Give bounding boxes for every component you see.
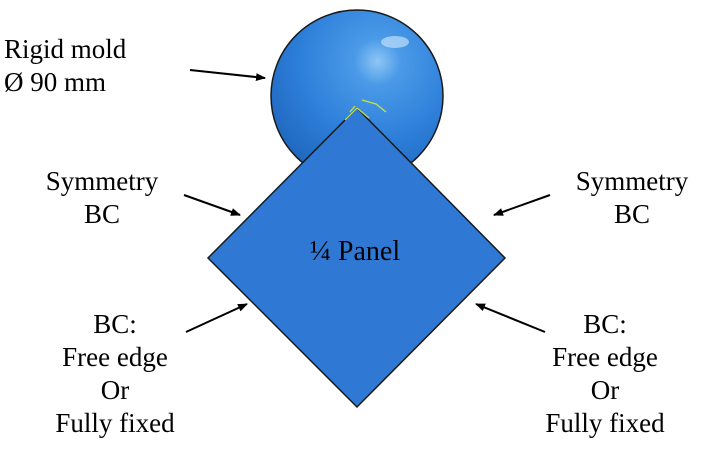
bc-right-label: BC: Free edge Or Fully fixed	[520, 308, 690, 440]
rigid-mold-label-line: Rigid mold	[4, 34, 127, 64]
symmetry-right-arrow	[493, 194, 551, 216]
symmetry-right-line-2: BC	[613, 199, 651, 229]
symmetry-right-line-1: Symmetry	[575, 166, 689, 196]
rigid-mold-label: Rigid mold Ø 90 mm	[4, 33, 126, 99]
mold-arrow	[189, 69, 266, 82]
bc-left-line-2: Free edge	[62, 342, 168, 372]
symmetry-left-arrow	[183, 194, 241, 216]
bc-left-line-4: Fully fixed	[55, 408, 175, 438]
quarter-panel-label: ¼ Panel	[309, 236, 401, 267]
symmetry-left-line-1: Symmetry	[45, 166, 159, 196]
symmetry-left-line-2: BC	[83, 199, 121, 229]
quarter-panel	[206, 106, 507, 409]
bc-left-line-1: BC:	[93, 309, 137, 339]
mold-diameter-label: Ø 90 mm	[4, 67, 107, 97]
mesh-marker	[344, 99, 387, 121]
bc-right-line-3: Or	[590, 375, 620, 405]
bc-left-label: BC: Free edge Or Fully fixed	[30, 308, 200, 440]
bc-left-arrow	[185, 303, 248, 333]
bc-right-arrow	[475, 303, 546, 333]
symmetry-bc-left-label: Symmetry BC	[22, 165, 182, 231]
sphere-highlight	[381, 36, 409, 48]
bc-right-line-2: Free edge	[552, 342, 658, 372]
bc-right-line-4: Fully fixed	[545, 408, 665, 438]
symmetry-bc-right-label: Symmetry BC	[552, 165, 704, 231]
bc-left-line-3: Or	[100, 375, 130, 405]
bc-right-line-1: BC:	[583, 309, 627, 339]
